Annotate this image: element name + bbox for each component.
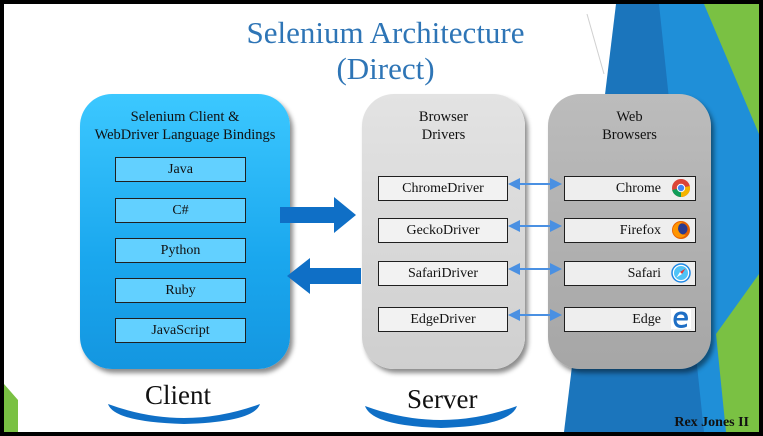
browser-safari: Safari [564,261,696,286]
decor-green-left [4,384,18,432]
server-bowl [365,406,517,428]
caption-bowls [108,404,517,428]
browser-edge-label: Edge [632,311,661,327]
driver-chromedriver: ChromeDriver [378,176,508,201]
browser-panel-title-line1: Web [616,109,643,125]
author-credit: Rex Jones II [674,415,749,430]
edge-icon [671,309,691,329]
driver-browser-connectors [508,178,562,321]
firefox-icon [672,221,690,239]
browser-firefox-label: Firefox [619,222,661,238]
client-panel-title-line2: WebDriver Language Bindings [94,127,276,143]
browser-edge: Edge [564,307,696,332]
browser-panel-title-line2: Browsers [602,127,657,143]
browser-safari-label: Safari [627,265,661,281]
language-ruby: Ruby [115,278,246,303]
safari-icon [671,263,691,283]
slide-subtitle: (Direct) [336,51,435,86]
decor-green-bottom [716,274,759,432]
browser-firefox: Firefox [564,218,696,243]
decor-thin-line [586,13,605,75]
server-panel-title-line1: Browser [418,109,469,125]
client-caption: Client [145,380,211,410]
driver-safaridriver: SafariDriver [378,261,508,286]
browser-chrome-label: Chrome [615,180,661,196]
request-arrow [280,197,356,233]
browser-chrome: Chrome [564,176,696,201]
client-bowl [108,404,260,424]
driver-geckodriver: GeckoDriver [378,218,508,243]
server-caption: Server [407,384,478,414]
response-arrow [287,258,361,294]
slide-title: Selenium Architecture [246,15,525,50]
chrome-icon [672,179,691,198]
language-javascript: JavaScript [115,318,246,343]
server-panel-title-line2: Drivers [421,127,466,143]
client-panel-title-line1: Selenium Client & [130,109,240,125]
language-java: Java [115,157,246,182]
language-python: Python [115,238,246,263]
decor-green-top [704,4,759,134]
language-csharp: C# [115,198,246,223]
client-server-arrows [280,197,361,294]
driver-edgedriver: EdgeDriver [378,307,508,332]
